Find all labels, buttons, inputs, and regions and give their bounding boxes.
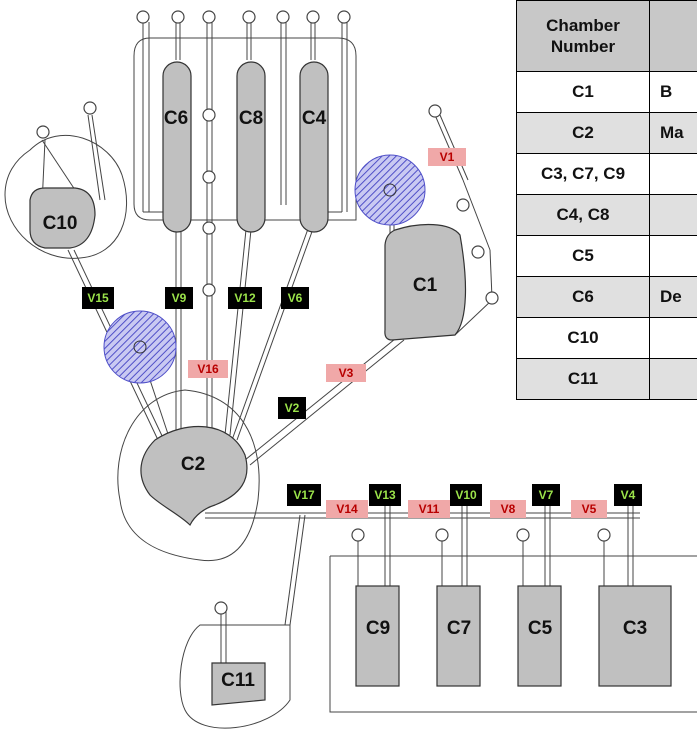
valve-v8[interactable]: V8	[501, 502, 516, 516]
port	[36, 125, 50, 139]
valve-v12[interactable]: V12	[234, 291, 256, 305]
port	[202, 170, 216, 184]
table-cell-chamber: C2	[516, 112, 650, 154]
port	[242, 10, 256, 24]
table-cell-desc: B	[649, 71, 697, 113]
chamber-c9	[355, 585, 400, 687]
table-cell-chamber: C6	[516, 276, 650, 318]
port	[202, 221, 216, 235]
chamber-c10-label: C10	[43, 213, 78, 234]
chamber-c7-label: C7	[447, 618, 471, 639]
chamber-c7	[436, 585, 481, 687]
table-header-chamber-number: Chamber Number	[516, 0, 650, 72]
port	[202, 283, 216, 297]
port	[171, 10, 185, 24]
chamber-c5	[517, 585, 562, 687]
valve-v1[interactable]: V1	[440, 150, 455, 164]
table-cell-chamber: C10	[516, 317, 650, 359]
table-cell-chamber: C5	[516, 235, 650, 277]
c2-outline	[117, 389, 260, 562]
c11-outline	[179, 624, 291, 729]
chamber-c6	[162, 61, 192, 233]
port	[337, 10, 351, 24]
chamber-c11-label: C11	[221, 670, 255, 691]
chamber-c2-label: C2	[181, 454, 205, 475]
valve-v16[interactable]: V16	[197, 362, 219, 376]
table-cell-chamber: C11	[516, 358, 650, 400]
port	[276, 10, 290, 24]
chamber-c1-label: C1	[413, 275, 438, 296]
port	[202, 108, 216, 122]
chamber-c8-label: C8	[239, 108, 263, 129]
valve-v14[interactable]: V14	[336, 502, 358, 516]
table-cell-desc	[649, 317, 697, 359]
table-cell-desc: De	[649, 276, 697, 318]
port	[597, 528, 611, 542]
chamber-c2	[140, 425, 248, 527]
valve-v6[interactable]: V6	[288, 291, 303, 305]
port	[83, 101, 97, 115]
port	[428, 104, 442, 118]
valve-v10[interactable]: V10	[455, 488, 477, 502]
port	[306, 10, 320, 24]
valve-v7[interactable]: V7	[539, 488, 554, 502]
port	[202, 10, 216, 24]
chamber-c6-label: C6	[164, 108, 188, 129]
chamber-c4	[299, 61, 329, 233]
c6-c8-c4-outline	[133, 37, 357, 221]
port	[435, 528, 449, 542]
valve-v4[interactable]: V4	[621, 488, 636, 502]
filter-c1	[354, 154, 426, 226]
chamber-c5-label: C5	[528, 618, 553, 639]
port	[351, 528, 365, 542]
valve-v17[interactable]: V17	[293, 488, 315, 502]
table-cell-desc	[649, 194, 697, 236]
valve-v5[interactable]: V5	[582, 502, 597, 516]
table-cell-desc	[649, 235, 697, 277]
chamber-c8	[236, 61, 266, 233]
port	[136, 10, 150, 24]
table-cell-desc	[649, 153, 697, 195]
table-header-description	[649, 0, 697, 72]
port	[456, 198, 470, 212]
chamber-c10	[29, 187, 96, 249]
chamber-c1	[384, 223, 467, 341]
table-cell-chamber: C3, C7, C9	[516, 153, 650, 195]
port	[485, 291, 499, 305]
valve-v15[interactable]: V15	[87, 291, 109, 305]
table-cell-desc: Ma	[649, 112, 697, 154]
chamber-c3	[598, 585, 672, 687]
table-cell-desc	[649, 358, 697, 400]
valve-v3[interactable]: V3	[339, 366, 354, 380]
chamber-c3-label: C3	[623, 618, 647, 639]
valve-v13[interactable]: V13	[374, 488, 396, 502]
chamber-c4-label: C4	[302, 108, 327, 129]
port	[471, 245, 485, 259]
valve-v9[interactable]: V9	[172, 291, 187, 305]
valve-v2[interactable]: V2	[285, 401, 300, 415]
port	[214, 601, 228, 615]
chamber-c11	[211, 662, 266, 706]
filter-c2	[103, 310, 177, 384]
port	[516, 528, 530, 542]
valve-v11[interactable]: V11	[419, 502, 440, 516]
table-cell-chamber: C4, C8	[516, 194, 650, 236]
table-cell-chamber: C1	[516, 71, 650, 113]
bottom-chambers-outline	[329, 555, 697, 713]
chamber-c9-label: C9	[366, 618, 390, 639]
